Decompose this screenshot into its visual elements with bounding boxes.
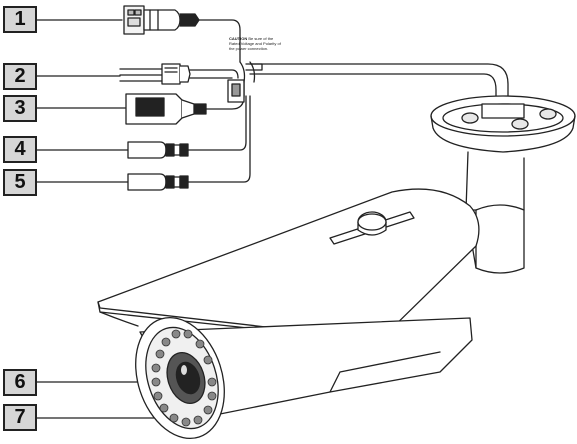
cable-bundle: [227, 61, 509, 103]
callout-4: 4: [3, 136, 37, 163]
caution-heading: CAUTION: [229, 36, 248, 41]
callout-3: 3: [3, 95, 37, 122]
camera-body: [97, 188, 480, 440]
callout-2: 2: [3, 63, 37, 90]
caution-label: CAUTION Be sure of the Rated Voltage and…: [229, 36, 285, 51]
io-box: [125, 81, 245, 125]
connector-5: [127, 95, 251, 191]
caution-body: Be sure of the Rated Voltage and Polarit…: [229, 36, 281, 51]
power-terminal: [119, 63, 239, 85]
callout-6: 6: [3, 369, 37, 396]
callout-7: 7: [3, 404, 37, 431]
callout-5: 5: [3, 169, 37, 196]
callout-1: 1: [3, 6, 37, 33]
connector-4: [127, 95, 247, 159]
network-connector: [123, 5, 241, 63]
wall-mount-bracket: [430, 95, 576, 274]
